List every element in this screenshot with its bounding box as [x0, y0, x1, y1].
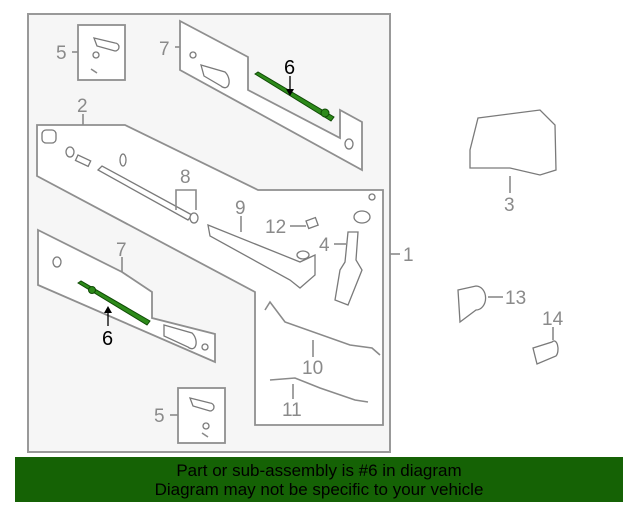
callout-5-bottom[interactable]: 5 [154, 406, 165, 427]
callout-7-top[interactable]: 7 [159, 39, 170, 60]
info-banner: Part or sub-assembly is #6 in diagram Di… [15, 457, 623, 502]
boot-bottom [52, 256, 209, 351]
panel-7-top [179, 19, 363, 172]
leader-lines [72, 46, 554, 416]
callout-5-top[interactable]: 5 [56, 43, 67, 64]
side-parts [457, 109, 559, 365]
banner-line-1: Part or sub-assembly is #6 in diagram [176, 461, 462, 480]
callout-3[interactable]: 3 [504, 195, 515, 216]
callout-4[interactable]: 4 [319, 235, 330, 256]
inner-tie-rod-top-highlighted [254, 71, 335, 122]
callout-6-bottom[interactable]: 6 [102, 328, 113, 350]
panel-2 [36, 124, 384, 426]
banner-line-2: Diagram may not be specific to your vehi… [154, 480, 484, 499]
callout-12[interactable]: 12 [265, 217, 286, 238]
box-5-top [77, 24, 126, 81]
callout-1[interactable]: 1 [403, 245, 414, 266]
callout-8[interactable]: 8 [180, 167, 191, 188]
rack-parts [41, 129, 381, 403]
callout-9[interactable]: 9 [235, 198, 246, 219]
box-5-bottom [177, 387, 226, 444]
inner-tie-rod-bottom-highlighted [77, 280, 151, 326]
callout-13[interactable]: 13 [505, 288, 526, 309]
callout-10[interactable]: 10 [302, 358, 323, 379]
callout-2[interactable]: 2 [77, 96, 88, 117]
callout-6-top[interactable]: 6 [284, 57, 295, 79]
callout-14[interactable]: 14 [542, 309, 564, 330]
callout-7-bottom[interactable]: 7 [116, 240, 127, 261]
boot-top [189, 51, 354, 150]
tie-rod-end-top [90, 37, 120, 74]
callout-11[interactable]: 11 [282, 400, 302, 421]
tie-rod-end-bottom [188, 397, 215, 438]
